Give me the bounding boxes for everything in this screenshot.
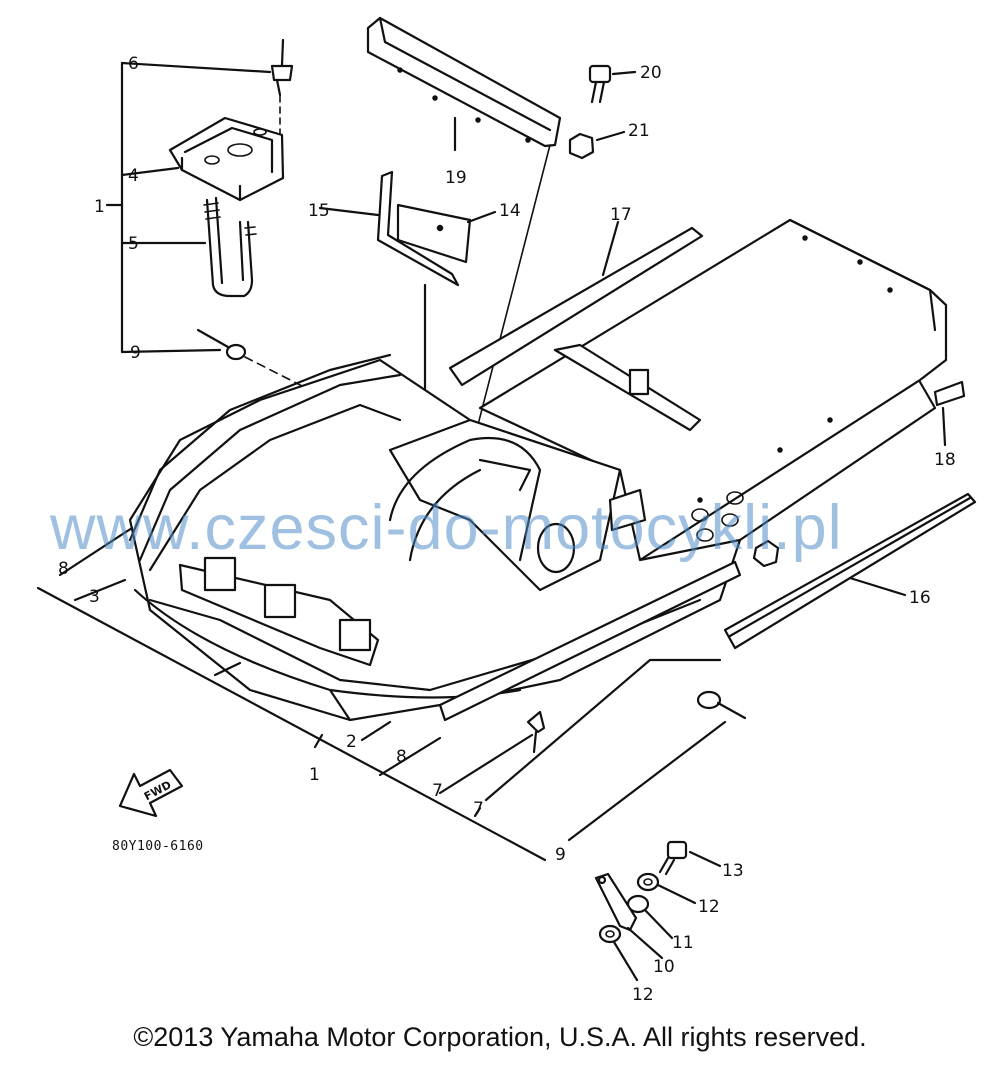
callout-11: 11 bbox=[672, 933, 694, 953]
callout-10: 10 bbox=[653, 957, 675, 977]
callout-18: 18 bbox=[934, 450, 956, 470]
plate-part-18 bbox=[933, 380, 966, 447]
callout-12-lower: 12 bbox=[632, 985, 654, 1005]
callout-13: 13 bbox=[722, 861, 744, 881]
callout-9-upper: 9 bbox=[130, 343, 141, 363]
drawing-code: 80Y100-6160 bbox=[112, 839, 204, 854]
handle-part-15 bbox=[318, 170, 460, 287]
rivet-part-9-upper bbox=[196, 328, 311, 391]
callout-3: 3 bbox=[89, 587, 100, 607]
callout-2: 2 bbox=[346, 732, 357, 752]
washer-part-12-upper bbox=[636, 872, 697, 905]
nut-part-21 bbox=[568, 130, 626, 160]
callout-20: 20 bbox=[640, 63, 662, 83]
bracket-plate-part-4 bbox=[168, 116, 285, 202]
callout-16: 16 bbox=[909, 588, 931, 608]
washer-part-12-lower bbox=[598, 924, 639, 982]
chassis-body bbox=[128, 218, 948, 722]
callout-1-upper: 1 bbox=[94, 197, 105, 217]
group-bracket-1 bbox=[105, 61, 272, 354]
rail-strip-part-16 bbox=[723, 492, 977, 650]
callout-4: 4 bbox=[128, 166, 139, 186]
rivet-part-9-lower bbox=[696, 690, 747, 720]
callout-12-upper: 12 bbox=[698, 897, 720, 917]
callout-21: 21 bbox=[628, 121, 650, 141]
fwd-arrow-icon: FWD bbox=[118, 768, 184, 818]
callout-5: 5 bbox=[128, 234, 139, 254]
callout-8-right: 8 bbox=[396, 747, 407, 767]
callout-7-right: 7 bbox=[473, 799, 484, 819]
rivet-part-7 bbox=[526, 710, 546, 754]
callout-15: 15 bbox=[308, 201, 330, 221]
callout-8-left: 8 bbox=[58, 559, 69, 579]
callout-7-left: 7 bbox=[432, 781, 443, 801]
callout-6-upper: 6 bbox=[128, 54, 139, 74]
callout-19: 19 bbox=[445, 168, 467, 188]
copyright-notice: ©2013 Yamaha Motor Corporation, U.S.A. A… bbox=[133, 1022, 867, 1052]
bolt-part-20 bbox=[588, 64, 637, 104]
spacer-part-11 bbox=[626, 894, 674, 940]
callout-9-lower: 9 bbox=[555, 845, 566, 865]
callout-14: 14 bbox=[499, 201, 521, 221]
callout-1-lower: 1 bbox=[309, 765, 320, 785]
leader-lines-lower bbox=[36, 526, 727, 862]
bolt-part-13 bbox=[658, 840, 722, 876]
runner-part-8 bbox=[438, 560, 742, 722]
arm-part-10 bbox=[594, 872, 664, 960]
u-bolt-part-5 bbox=[203, 196, 257, 298]
callout-17: 17 bbox=[610, 205, 632, 225]
side-strip-part-17 bbox=[448, 220, 704, 387]
callout-numbers: 1 6 4 5 9 19 20 21 15 14 17 18 16 8 3 2 … bbox=[58, 54, 956, 1005]
